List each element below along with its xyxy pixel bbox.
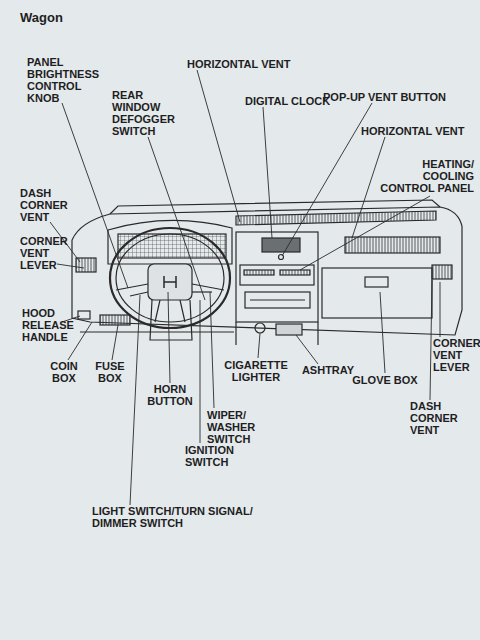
steering-wheel (110, 228, 230, 328)
leader-line (430, 280, 432, 400)
part-label: FUSE BOX (95, 360, 124, 384)
part-label: DIGITAL CLOCK (245, 95, 330, 107)
horn-pad (148, 264, 192, 300)
part-label: HORIZONTAL VENT (361, 125, 464, 137)
part-label: DASH CORNER VENT (20, 187, 68, 223)
leader-line (263, 107, 272, 238)
leader-line (57, 264, 84, 268)
logo (164, 276, 176, 288)
leader-line (200, 300, 201, 443)
light-stalk (130, 292, 148, 296)
right-corner-vent (432, 265, 452, 279)
leader-line (197, 70, 240, 222)
part-label: CIGARETTE LIGHTER (224, 359, 288, 383)
radio (245, 292, 310, 308)
part-label: CORNER VENT LEVER (433, 337, 480, 373)
part-label: ASHTRAY (302, 364, 354, 376)
leader-line (130, 295, 140, 505)
part-label: COIN BOX (50, 360, 78, 384)
ashtray-box (276, 324, 302, 335)
fuse-box-panel (100, 315, 130, 325)
steering-wheel-inner (116, 234, 224, 322)
leader-line (282, 103, 372, 256)
right-vent (345, 237, 440, 253)
clock-display (262, 238, 300, 252)
leader-line (168, 292, 170, 383)
part-label: CORNER VENT LEVER (20, 235, 68, 271)
page-title: Wagon (20, 10, 63, 25)
leader-line (352, 137, 385, 238)
part-label: HORIZONTAL VENT (187, 58, 290, 70)
part-label: HORN BUTTON (147, 383, 193, 407)
glove-box-door (322, 268, 432, 318)
part-label: HEATING/ COOLING CONTROL PANEL (368, 158, 474, 194)
part-label: POP-UP VENT BUTTON (323, 91, 446, 103)
leader-line (210, 292, 214, 408)
top-vent (236, 211, 436, 225)
part-label: GLOVE BOX (352, 374, 417, 386)
leader-line (440, 282, 441, 337)
leader-line (296, 335, 318, 364)
part-label: LIGHT SWITCH/TURN SIGNAL/ DIMMER SWITCH (92, 505, 292, 529)
center-stack (236, 232, 318, 322)
climate-slot (244, 270, 274, 275)
glove-box-handle (365, 277, 388, 287)
part-label: REAR WINDOW DEFOGGER SWITCH (112, 89, 175, 137)
part-label: WIPER/ WASHER SWITCH (207, 409, 255, 445)
part-label: HOOD RELEASE HANDLE (22, 307, 74, 343)
part-label: PANEL BRIGHTNESS CONTROL KNOB (27, 56, 99, 104)
hood-release (78, 311, 90, 319)
dash-face (72, 226, 462, 335)
leader-line (300, 196, 430, 270)
part-label: DASH CORNER VENT (410, 400, 458, 436)
radio-slot (250, 299, 305, 300)
leader-line (148, 137, 205, 300)
part-label: IGNITION SWITCH (185, 444, 234, 468)
lighter (255, 323, 265, 333)
climate-slot (280, 270, 310, 275)
dashboard (72, 200, 462, 345)
leader-line (112, 325, 118, 360)
lower-dash (80, 322, 318, 345)
leader-line (380, 292, 385, 373)
leader-line (258, 333, 260, 358)
